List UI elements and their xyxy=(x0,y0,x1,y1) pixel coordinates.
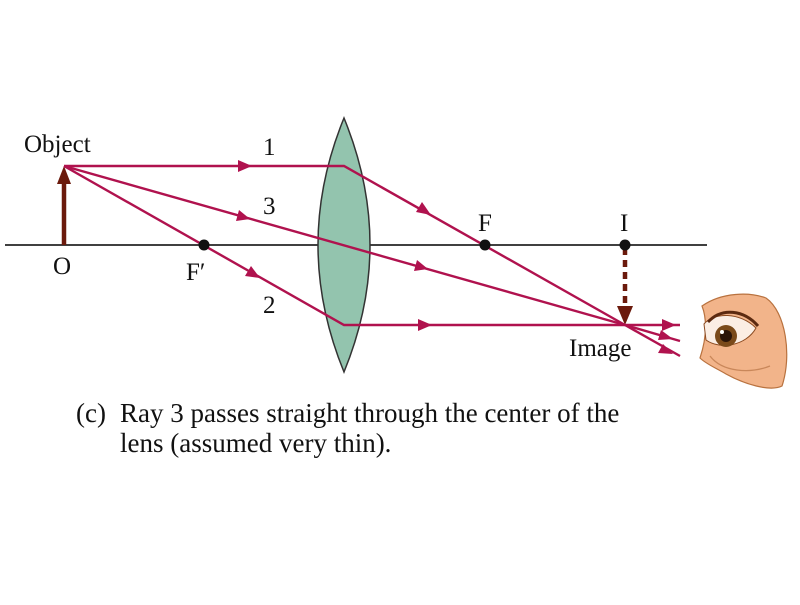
caption-line-1: Ray 3 passes straight through the center… xyxy=(120,398,619,428)
image-arrow xyxy=(617,248,633,325)
object-point-label: O xyxy=(53,253,71,280)
ray-2-arrowhead-a xyxy=(245,266,260,278)
object-label: Object xyxy=(24,131,91,158)
ray-3-exit-arrowhead xyxy=(658,330,673,340)
focal-far-label: F xyxy=(478,210,492,237)
ray-1 xyxy=(64,164,681,358)
focal-point-far-dot xyxy=(479,239,491,251)
ray-3-arrowhead-b xyxy=(414,260,428,271)
focal-near-label: F′ xyxy=(186,259,205,286)
ray-2-arrowhead-b xyxy=(418,319,432,331)
object-arrow xyxy=(57,166,71,245)
image-point-dot xyxy=(619,239,631,251)
ray-1-label: 1 xyxy=(263,134,276,161)
ray-2-label: 2 xyxy=(263,292,276,319)
focal-point-near-dot xyxy=(198,239,210,251)
ray-1-arrowhead-b xyxy=(416,202,431,215)
eye-icon xyxy=(699,293,788,389)
ray-arrowheads xyxy=(236,160,676,354)
image-label: Image xyxy=(569,335,631,362)
ray-2-exit-arrowhead xyxy=(662,319,676,331)
ray-3 xyxy=(63,164,681,343)
ray-3-label: 3 xyxy=(263,193,276,220)
ray-1-exit-arrowhead xyxy=(658,344,673,354)
ray-1-arrowhead-a xyxy=(238,160,252,172)
caption-line-2: lens (assumed very thin). xyxy=(120,428,391,458)
caption-tag: (c) xyxy=(76,398,106,428)
image-point-label: I xyxy=(620,210,628,237)
ray-2 xyxy=(63,164,680,327)
ray-3-arrowhead-a xyxy=(236,210,250,221)
